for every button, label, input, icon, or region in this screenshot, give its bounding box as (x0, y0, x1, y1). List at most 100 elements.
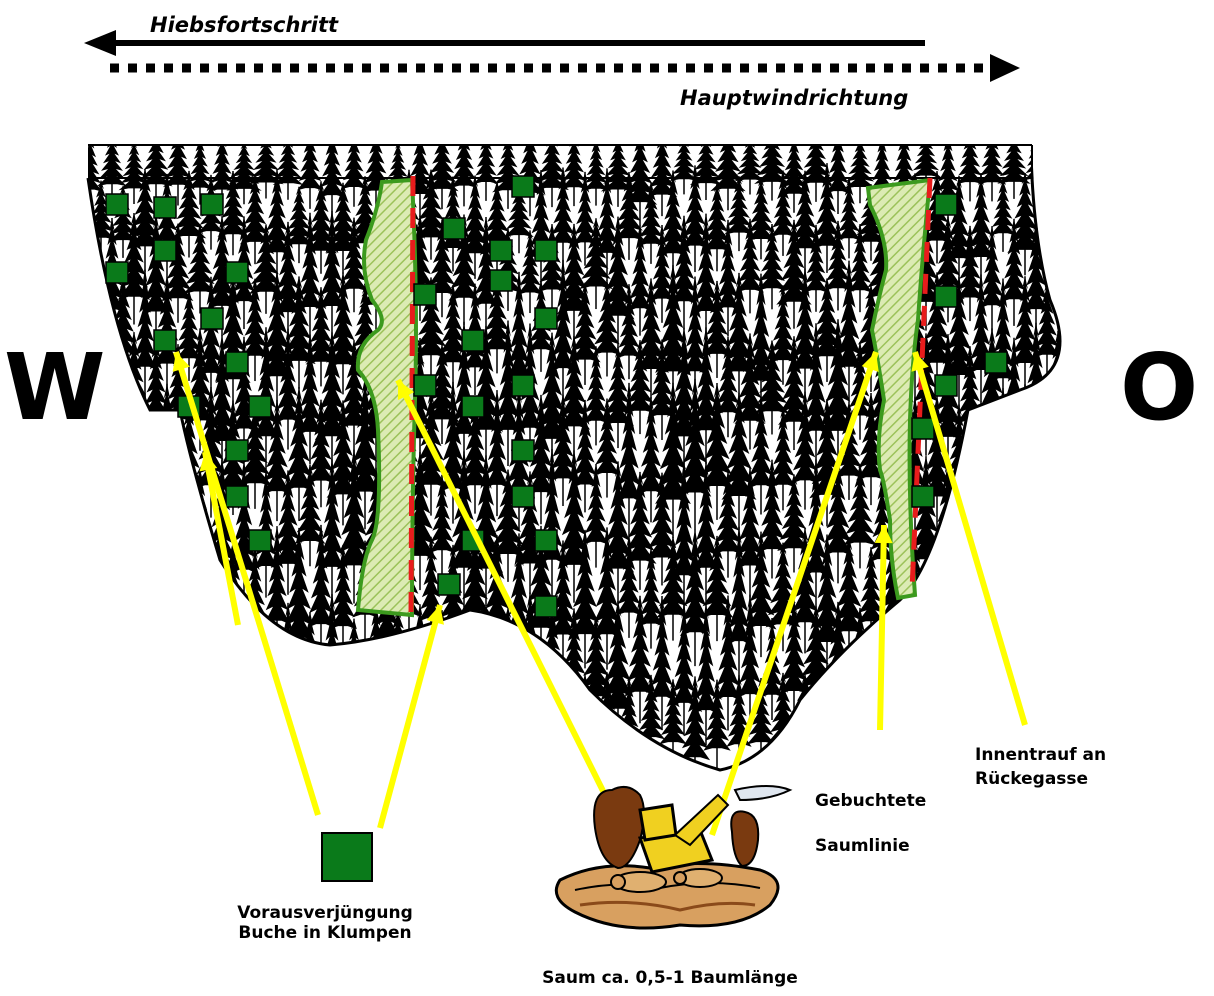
spruce-tree-icon (671, 603, 697, 736)
spruce-tree-icon (1022, 218, 1050, 340)
spruce-tree-icon (799, 145, 833, 202)
spruce-tree-icon (789, 170, 821, 274)
spruce-tree-icon (1019, 614, 1053, 707)
spruce-tree-icon (944, 176, 974, 286)
spruce-tree-icon (790, 527, 820, 654)
spruce-tree-icon (197, 678, 225, 762)
spruce-tree-icon (1033, 281, 1060, 380)
spruce-tree-icon (1041, 473, 1060, 587)
spruce-tree-icon (239, 174, 271, 265)
spruce-tree-icon (328, 666, 358, 768)
spruce-tree-icon (468, 455, 504, 606)
spruce-tree-icon (627, 224, 653, 336)
harvest-strip-right (865, 177, 933, 601)
spruce-tree-icon (438, 668, 468, 762)
spruce-tree-icon (327, 272, 359, 395)
arrowhead-icon (911, 352, 929, 372)
green-square-icon (461, 395, 485, 418)
spruce-tree-icon (490, 469, 526, 582)
spruce-tree-icon (272, 145, 304, 200)
spruce-tree-icon (550, 259, 576, 404)
spruce-tree-icon (979, 226, 1005, 332)
spruce-tree-icon (647, 339, 677, 440)
spruce-tree-icon (721, 392, 757, 531)
green-square-icon (153, 329, 177, 352)
spruce-tree-icon (769, 406, 797, 511)
red-dashed-line-right (909, 177, 933, 591)
spruce-tree-icon (259, 271, 295, 411)
spruce-tree-icon (825, 145, 851, 214)
spruce-tree-icon (162, 223, 194, 323)
spruce-tree-icon (649, 595, 675, 731)
spruce-tree-icon (637, 182, 665, 264)
spruce-tree-icon (836, 177, 862, 259)
spruce-tree-icon (693, 213, 719, 344)
green-square-icon (153, 239, 177, 262)
spruce-tree-icon (560, 145, 588, 207)
spruce-tree-icon (132, 269, 158, 399)
spruce-tree-icon (117, 212, 151, 325)
spruce-tree-icon (240, 681, 270, 766)
beech-clumps (105, 175, 1008, 618)
spruce-tree-icon (262, 169, 292, 280)
spruce-tree-icon (572, 399, 598, 513)
spruce-tree-icon (275, 328, 301, 450)
spruce-tree-icon (307, 678, 335, 767)
spruce-tree-icon (171, 170, 207, 258)
spruce-tree-icon (183, 616, 217, 713)
yellow-arrow (912, 351, 1028, 726)
spruce-tree-icon (549, 540, 577, 666)
green-square-icon (442, 217, 466, 240)
spruce-tree-icon (754, 145, 790, 201)
spruce-tree-icon (318, 210, 346, 338)
spruce-tree-icon (149, 674, 185, 769)
spruce-tree-icon (439, 381, 467, 524)
spruce-tree-icon (1020, 466, 1052, 573)
spruce-tree-icon (735, 467, 765, 598)
green-square-icon (413, 283, 437, 306)
spruce-tree-icon (671, 461, 697, 613)
spruce-tree-icon (426, 219, 458, 318)
spruce-tree-icon (745, 531, 777, 658)
spruce-tree-icon (770, 170, 796, 256)
forest-boundary-line (86, 177, 1062, 772)
green-square-icon (934, 285, 958, 308)
green-square-icon (248, 529, 272, 552)
spruce-tree-icon (778, 336, 810, 451)
spruce-tree-icon (754, 340, 790, 435)
spruce-tree-icon (638, 548, 664, 649)
spruce-tree-icon (737, 594, 763, 727)
spruce-tree-icon (307, 524, 335, 657)
spruce-tree-icon (262, 399, 292, 522)
green-square-icon (934, 374, 958, 397)
spruce-tree-icon (776, 219, 812, 329)
hauptwindrichtung-label: Hauptwindrichtung (680, 86, 909, 110)
spruce-tree-icon (646, 145, 678, 217)
green-square-icon (489, 239, 513, 262)
spruce-tree-icon (98, 459, 126, 585)
spruce-tree-icon (568, 529, 602, 669)
spruce-tree-icon (997, 462, 1031, 610)
yellow-arrow (877, 524, 887, 731)
spruce-tree-icon (282, 276, 316, 389)
arrowhead-icon (861, 352, 879, 372)
spruce-tree-icon (769, 285, 797, 385)
spruce-tree-icon (171, 520, 207, 671)
spruce-tree-icon (1043, 145, 1060, 205)
spruce-tree-icon (207, 334, 237, 476)
spruce-tree-icon (689, 145, 723, 200)
spruce-tree-icon (494, 320, 522, 466)
spruce-tree-icon (304, 181, 338, 274)
spruce-tree-icon (579, 218, 613, 310)
spruce-tree-icon (655, 382, 691, 539)
spruce-tree-icon (1024, 145, 1048, 195)
green-square-icon (437, 573, 461, 596)
spruce-tree-icon (700, 535, 734, 642)
spruce-tree-icon (1045, 604, 1060, 741)
spruce-tree-icon (252, 620, 280, 712)
spruce-tree-icon (450, 145, 478, 207)
spruce-tree-icon (757, 459, 787, 579)
spruce-tree-icon (283, 186, 315, 264)
spruce-tree-icon (284, 386, 314, 521)
spruce-tree-icon (824, 220, 852, 311)
